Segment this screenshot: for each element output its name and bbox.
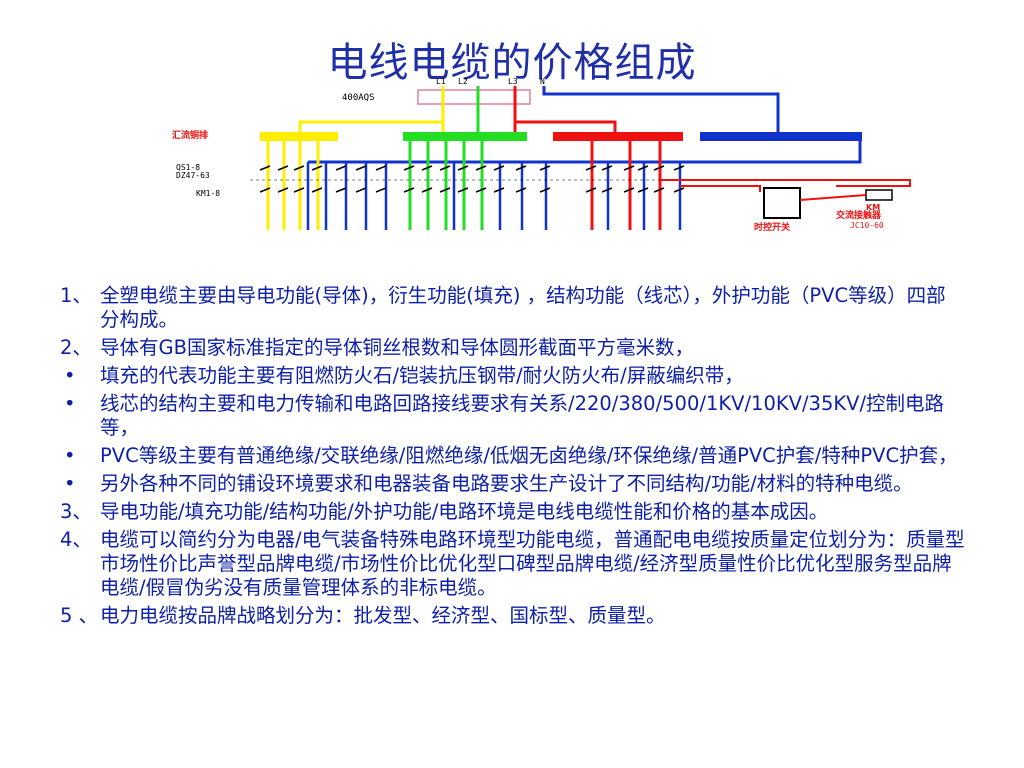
content-list: 1、 全塑电缆主要由导电功能(导体)，衍生功能(填充) ，结构功能（线芯），外护… <box>60 284 965 632</box>
bullet-icon: • <box>64 392 76 415</box>
list-item: 1、 全塑电缆主要由导电功能(导体)，衍生功能(填充) ，结构功能（线芯），外护… <box>60 284 965 332</box>
contactor-label-km: KM <box>866 203 880 212</box>
busbar-blue <box>700 132 862 141</box>
item-text: 线芯的结构主要和电力传输和电路回路接线要求有关系/220/380/500/1KV… <box>100 392 945 439</box>
main-switch-label: 400AQS <box>342 93 375 103</box>
qs-label-1: QS1-8 <box>176 163 200 172</box>
list-item: • 另外各种不同的铺设环境要求和电器装备电路要求生产设计了不同结构/功能/材料的… <box>60 472 965 496</box>
item-marker: 5 、 <box>60 604 99 627</box>
wiring-diagram: L1 L2 L3 N 400AQS 汇流铜排 QS1-8 DZ47-63 KM1… <box>172 77 911 233</box>
contactor-label: 交流接触器 <box>836 209 882 221</box>
list-item: 3、 导电功能/填充功能/结构功能/外护功能/电路环境是电线电缆性能和价格的基本… <box>60 500 965 524</box>
bullet-icon: • <box>64 472 76 495</box>
km-label: KM1-8 <box>196 189 220 198</box>
timer-switch-box <box>763 187 801 219</box>
item-marker: 1、 <box>60 284 92 307</box>
item-text: 电力电缆按品牌战略划分为：批发型、经济型、国标型、质量型。 <box>100 604 666 627</box>
qs-label-2: DZ47-63 <box>176 171 210 180</box>
list-item: • PVC等级主要有普通绝缘/交联绝缘/阻燃绝缘/低烟无卤绝缘/环保绝缘/普通P… <box>60 444 965 468</box>
item-marker: 2、 <box>60 336 92 359</box>
main-switch-box <box>417 89 531 105</box>
bullet-icon: • <box>64 364 76 387</box>
phase-label-l2: L2 <box>458 77 468 86</box>
item-text: 另外各种不同的铺设环境要求和电器装备电路要求生产设计了不同结构/功能/材料的特种… <box>100 472 913 495</box>
busbar-green <box>403 132 527 141</box>
item-text: 导体有GB国家标准指定的导体铜丝根数和导体圆形截面平方毫米数， <box>100 336 694 359</box>
list-item: • 线芯的结构主要和电力传输和电路回路接线要求有关系/220/380/500/1… <box>60 392 965 440</box>
busbar-yellow <box>260 132 338 141</box>
contactor-box <box>865 189 893 201</box>
item-text: 电缆可以简约分为电器/电气装备特殊电路环境型功能电缆，普通配电电缆按质量定位划分… <box>100 528 965 599</box>
item-text: 填充的代表功能主要有阻燃防火石/铠装抗压钢带/耐火防火布/屏蔽编织带， <box>100 364 744 387</box>
item-marker: 4、 <box>60 528 92 551</box>
busbar-red <box>553 132 683 141</box>
phase-label-n: N <box>540 77 545 86</box>
list-item: 2、 导体有GB国家标准指定的导体铜丝根数和导体圆形截面平方毫米数， <box>60 336 965 360</box>
list-item: • 填充的代表功能主要有阻燃防火石/铠装抗压钢带/耐火防火布/屏蔽编织带， <box>60 364 965 388</box>
contactor-model: JC10-60 <box>850 221 884 230</box>
list-item: 4、 电缆可以简约分为电器/电气装备特殊电路环境型功能电缆，普通配电电缆按质量定… <box>60 528 965 600</box>
item-text: 全塑电缆主要由导电功能(导体)，衍生功能(填充) ，结构功能（线芯），外护功能（… <box>100 284 946 331</box>
item-marker: 3、 <box>60 500 92 523</box>
phase-label-l1: L1 <box>436 77 446 86</box>
item-text: 导电功能/填充功能/结构功能/外护功能/电路环境是电线电缆性能和价格的基本成因。 <box>100 500 829 523</box>
phase-label-l3: L3 <box>508 77 518 86</box>
page-title: 电线电缆的价格组成 <box>327 40 697 86</box>
list-item: 5 、 电力电缆按品牌战略划分为：批发型、经济型、国标型、质量型。 <box>60 604 965 628</box>
timer-switch-label: 时控开关 <box>754 221 790 233</box>
busbar-label: 汇流铜排 <box>172 129 208 141</box>
item-text: PVC等级主要有普通绝缘/交联绝缘/阻燃绝缘/低烟无卤绝缘/环保绝缘/普通PVC… <box>100 444 958 467</box>
bullet-icon: • <box>64 444 76 467</box>
